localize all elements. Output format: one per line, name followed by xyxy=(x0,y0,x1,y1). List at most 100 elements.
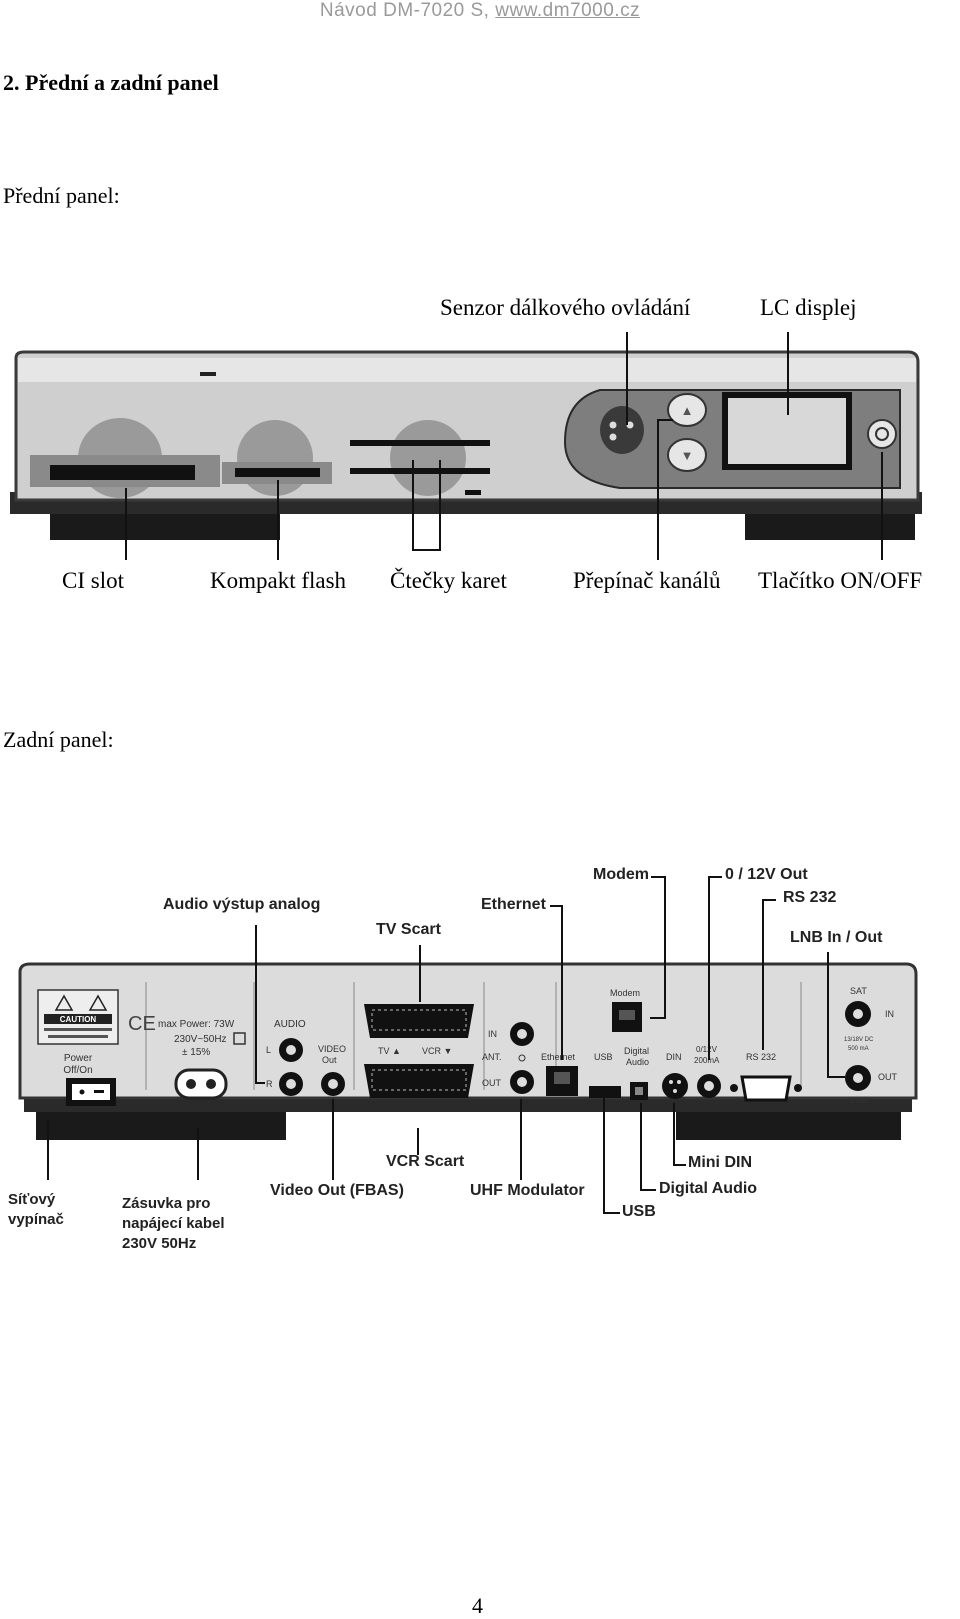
front-panel-illustration: ▲ ▼ xyxy=(10,350,922,540)
page-number: 4 xyxy=(472,1593,483,1618)
tv-scart-text: TV ▲ xyxy=(378,1046,401,1056)
label-lc-display: LC displej xyxy=(760,295,857,320)
video-out-jack-center xyxy=(328,1079,338,1089)
ethernet-text: Ethernet xyxy=(541,1052,576,1062)
label-mains-socket-line-1: Zásuvka pro xyxy=(122,1195,211,1212)
label-ethernet: Ethernet xyxy=(481,896,546,913)
rs232-screw-right xyxy=(794,1084,802,1092)
header-prefix: Návod DM-7020 S, xyxy=(319,0,496,21)
power-button xyxy=(867,419,897,449)
label-modem: Modem xyxy=(593,866,649,883)
label-power-switch-line-2: vypínač xyxy=(8,1211,64,1228)
audio-r-jack-center xyxy=(286,1079,296,1089)
vcr-scart-connector xyxy=(364,1064,474,1098)
card-reader-slot-2 xyxy=(350,468,490,474)
audio-text: AUDIO xyxy=(274,1019,306,1030)
video-out-text-1: VIDEO xyxy=(318,1044,346,1054)
caution-fineprint-2 xyxy=(48,1035,108,1038)
rear-panel-illustration: CAUTION CE Power Off/On max Power: 73W 2… xyxy=(18,962,918,1140)
rs232-text: RS 232 xyxy=(746,1052,776,1062)
audio-l-jack-center xyxy=(286,1045,296,1055)
ir-dot-3 xyxy=(609,433,617,441)
warning-triangle-icon xyxy=(54,994,74,1011)
video-out-text-2: Out xyxy=(322,1055,337,1065)
double-insulation-icon xyxy=(233,1032,246,1045)
section-title: 2. Přední a zadní panel xyxy=(3,70,219,95)
sat-out-text: OUT xyxy=(878,1072,898,1082)
lnb-power-text-2: 500 mA xyxy=(848,1046,869,1052)
ir-sensor-window xyxy=(600,406,644,454)
label-power-switch: Síťový vypínač xyxy=(8,1190,64,1230)
usb-port xyxy=(589,1086,621,1098)
vcr-scart-pins xyxy=(371,1069,467,1091)
12v-text-1: 0/12V xyxy=(696,1045,718,1054)
modem-port-inner xyxy=(619,1010,635,1020)
ant-text: ANT. xyxy=(482,1052,502,1062)
rs232-port xyxy=(740,1075,792,1102)
max-power-text: max Power: 73W xyxy=(158,1019,235,1030)
mini-din-port xyxy=(662,1073,688,1099)
front-indicator-slit xyxy=(200,372,216,376)
lnb-power-text-1: 13/18V DC xyxy=(844,1037,874,1043)
lnb-panel-text: LNB xyxy=(850,1095,868,1105)
label-card-readers: Čtečky karet xyxy=(390,568,507,593)
ant-in-jack-center xyxy=(517,1029,527,1039)
label-uhf-modulator: UHF Modulator xyxy=(470,1182,585,1199)
power-switch-text-2: Off/On xyxy=(63,1065,92,1076)
tv-scart-pins xyxy=(371,1009,467,1031)
digital-audio-text-2: Audio xyxy=(626,1057,649,1067)
switch-bar xyxy=(94,1090,104,1093)
label-usb: USB xyxy=(622,1203,656,1220)
caution-banner xyxy=(44,1014,112,1024)
mains-socket xyxy=(174,1068,228,1100)
voltage-text: 230V~50Hz xyxy=(174,1034,227,1045)
ethernet-port-inner xyxy=(554,1072,570,1084)
sat-text: SAT xyxy=(850,986,867,996)
label-lnb: LNB In / Out xyxy=(790,929,883,946)
label-vcr-scart: VCR Scart xyxy=(386,1153,465,1170)
label-compact-flash: Kompakt flash xyxy=(210,568,347,593)
rs232-screw-left xyxy=(730,1084,738,1092)
header-url[interactable]: www.dm7000.cz xyxy=(495,0,641,21)
mini-din-pin-1 xyxy=(669,1080,673,1084)
label-mains-socket-line-3: 230V 50Hz xyxy=(122,1235,197,1252)
mini-din-pin-2 xyxy=(677,1080,681,1084)
lcd-screen xyxy=(728,398,846,464)
label-channel-switch: Přepínač kanálů xyxy=(573,568,721,593)
front-vent-mark xyxy=(465,490,481,495)
dome-middle xyxy=(237,420,313,496)
ant-out-jack-center xyxy=(517,1077,527,1087)
page-header: Návod DM-7020 S, www.dm7000.cz xyxy=(0,0,960,22)
label-video-out: Video Out (FBAS) xyxy=(270,1182,404,1199)
label-ci-slot: CI slot xyxy=(62,568,124,593)
dome-right xyxy=(390,420,466,496)
din-text: DIN xyxy=(666,1052,682,1062)
modem-text: Modem xyxy=(610,988,640,998)
ci-slot-opening xyxy=(50,465,195,480)
label-mains-socket-line-2: napájecí kabel xyxy=(122,1215,225,1232)
12v-text-2: 200mA xyxy=(694,1056,720,1065)
power-switch-text-1: Power xyxy=(64,1053,93,1064)
ant-in-text: IN xyxy=(488,1029,497,1039)
label-digital-audio: Digital Audio xyxy=(659,1180,758,1197)
label-mini-din: Mini DIN xyxy=(688,1154,752,1171)
usb-text: USB xyxy=(594,1052,613,1062)
label-power-button: Tlačítko ON/OFF xyxy=(758,568,923,593)
label-audio-analog: Audio výstup analog xyxy=(163,896,321,913)
cf-slot-opening xyxy=(235,468,320,477)
tolerance-text: ± 15% xyxy=(182,1047,210,1058)
digital-audio-text-1: Digital xyxy=(624,1046,649,1056)
sat-in-connector-center xyxy=(853,1009,863,1019)
ant-out-text: OUT xyxy=(482,1078,502,1088)
switch-dot xyxy=(79,1089,85,1095)
sat-in-text: IN xyxy=(885,1009,894,1019)
channel-down-icon: ▼ xyxy=(681,448,694,463)
front-panel-heading: Přední panel: xyxy=(3,183,120,208)
ir-dot-1 xyxy=(609,421,617,429)
channel-up-icon: ▲ xyxy=(681,403,694,418)
12v-jack-center xyxy=(704,1081,714,1091)
sat-out-connector-center xyxy=(853,1073,863,1083)
audio-l-text: L xyxy=(266,1045,271,1055)
card-reader-slot-1 xyxy=(350,440,490,446)
label-rs232: RS 232 xyxy=(783,889,837,906)
